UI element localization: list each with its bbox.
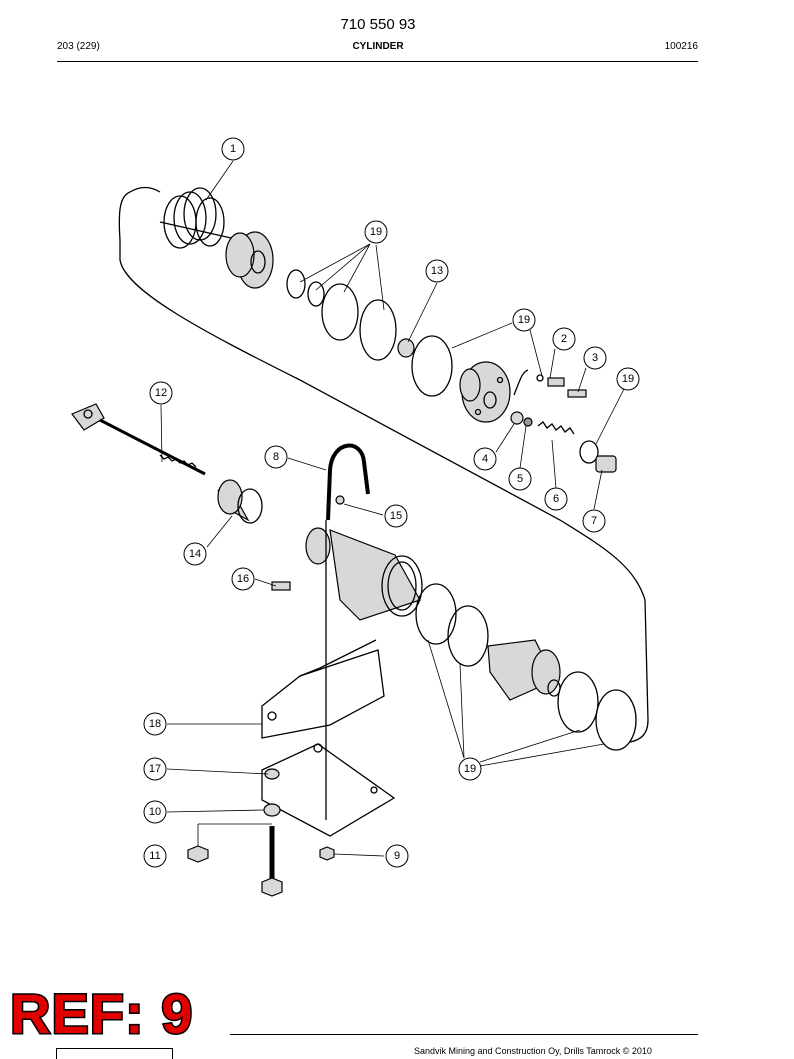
callout-number: 8	[273, 451, 279, 463]
callout-14: 14	[183, 542, 207, 566]
footer-rule	[230, 1034, 698, 1035]
callout-number: 11	[149, 850, 160, 862]
part-7-plug	[595, 455, 617, 473]
part-seal-a	[286, 269, 306, 299]
callout-19: 19	[458, 757, 482, 781]
part-6-spring	[537, 421, 575, 435]
part-o-ring-large	[411, 335, 453, 397]
callout-number: 2	[561, 333, 567, 345]
callout-number: 17	[149, 763, 161, 775]
part-rear-piston	[487, 639, 561, 701]
callout-number: 15	[390, 510, 402, 522]
part-14-bushing	[217, 479, 263, 524]
assembly-outline-top	[129, 186, 161, 193]
leader-lines	[160, 160, 625, 857]
part-15-nipple	[335, 495, 345, 505]
callout-number: 3	[592, 352, 598, 364]
callout-number: 19	[518, 314, 530, 326]
callout-number: 9	[394, 850, 400, 862]
callout-17: 17	[143, 757, 167, 781]
date-code: 100216	[664, 41, 698, 52]
callout-9: 9	[385, 844, 409, 868]
callout-number: 5	[517, 473, 523, 485]
part-10-washer	[263, 803, 281, 817]
callout-1: 1	[221, 137, 245, 161]
callout-number: 14	[189, 548, 201, 560]
part-bolt	[261, 826, 283, 897]
callout-13: 13	[425, 259, 449, 283]
part-4-washer	[510, 411, 524, 425]
callout-number: 7	[591, 515, 597, 527]
callout-12: 12	[149, 381, 173, 405]
callout-19: 19	[364, 220, 388, 244]
assembly-outline	[118, 191, 649, 743]
callout-number: 1	[230, 143, 236, 155]
part-seal-rear-c	[557, 671, 599, 733]
part-16-screw	[271, 581, 291, 591]
part-seal-c	[321, 283, 359, 341]
part-end-cap	[459, 361, 529, 423]
part-11-nut	[187, 845, 209, 863]
callout-number: 10	[149, 806, 161, 818]
callout-number: 12	[155, 387, 167, 399]
callout-15: 15	[384, 504, 408, 528]
callout-11: 11	[143, 844, 167, 868]
callout-19: 19	[512, 308, 536, 332]
page-reference: 203 (229)	[57, 41, 100, 52]
part-8-u-bolt	[326, 443, 370, 521]
callout-number: 4	[482, 453, 488, 465]
part-seal-rear-a	[415, 583, 457, 645]
callout-number: 19	[464, 763, 476, 775]
part-piston-head	[225, 231, 274, 289]
callout-number: 16	[237, 573, 249, 585]
callout-19: 19	[616, 367, 640, 391]
part-spring-pack	[159, 187, 241, 249]
part-mount-bracket	[261, 520, 396, 837]
part-seal-rear-d	[595, 689, 637, 751]
callout-3: 3	[583, 346, 607, 370]
part-13-bushing	[397, 338, 415, 358]
callout-10: 10	[143, 800, 167, 824]
footer-copyright: Sandvik Mining and Construction Oy, Dril…	[414, 1046, 652, 1056]
callout-6: 6	[544, 487, 568, 511]
part-19-o-ring-small	[579, 440, 599, 464]
callout-number: 18	[149, 718, 161, 730]
callout-2: 2	[552, 327, 576, 351]
ref-stamp: REF: 9	[8, 982, 194, 1045]
page-title: CYLINDER	[352, 41, 404, 52]
part-12-rod	[71, 403, 206, 476]
callout-16: 16	[231, 567, 255, 591]
document-number: 710 550 93	[340, 16, 416, 33]
part-2-3-bolts	[536, 374, 587, 398]
part-seal-rear-b	[447, 605, 489, 667]
part-cylinder-body	[305, 527, 423, 621]
callout-number: 19	[370, 226, 382, 238]
part-9-nut	[319, 846, 335, 861]
callout-number: 19	[622, 373, 634, 385]
callout-5: 5	[508, 467, 532, 491]
callout-number: 6	[553, 493, 559, 505]
callout-number: 13	[431, 265, 443, 277]
header-rule	[57, 61, 698, 62]
sandvik-logo	[56, 1048, 173, 1059]
callout-4: 4	[473, 447, 497, 471]
callout-8: 8	[264, 445, 288, 469]
callout-18: 18	[143, 712, 167, 736]
part-seal-b	[307, 281, 325, 307]
callout-7: 7	[582, 509, 606, 533]
part-5-ball	[523, 417, 533, 427]
part-seal-d	[359, 299, 397, 361]
